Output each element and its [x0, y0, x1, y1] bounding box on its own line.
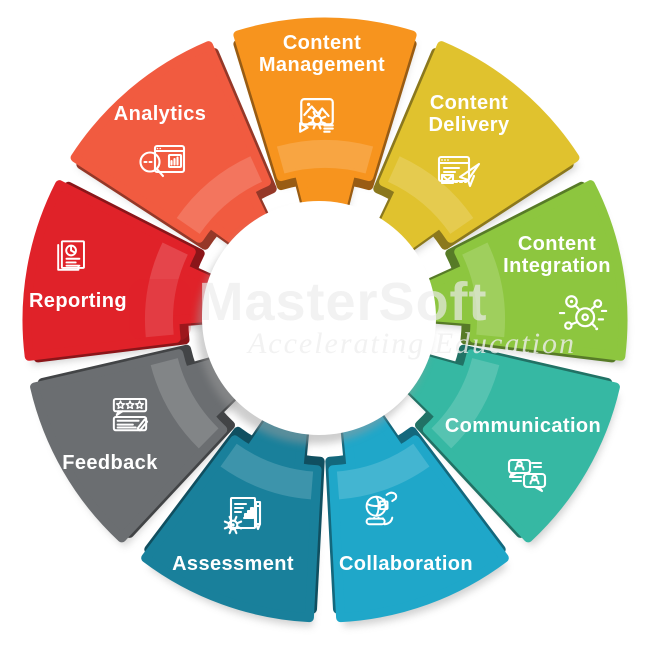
- collaboration-label: Collaboration: [339, 553, 473, 575]
- watermark: MasterSoft Accelerating Education: [129, 272, 576, 360]
- content-integration-segment: [410, 180, 628, 363]
- analytics-icon: [139, 144, 186, 178]
- reporting-segment: [22, 180, 240, 363]
- feedback-segment: [30, 344, 256, 543]
- reporting-label: Reporting: [29, 290, 127, 312]
- feedback-label: Feedback: [62, 452, 158, 474]
- content-delivery-icon: [437, 155, 481, 188]
- content-management-icon: [299, 98, 334, 133]
- content-integration-label: Integration: [503, 255, 611, 277]
- content-integration-icon: [558, 295, 608, 331]
- content-delivery-label: Delivery: [428, 114, 510, 136]
- assessment-icon: [223, 496, 262, 535]
- reporting-icon: [57, 240, 85, 271]
- labels-and-icons: ContentManagementContentDeliveryContentI…: [29, 32, 611, 575]
- content-management-label: Management: [259, 54, 385, 76]
- communication-segment: [394, 344, 620, 543]
- content-management-label: Content: [283, 32, 361, 54]
- assessment-label: Assessment: [172, 553, 294, 575]
- communication-icon: [507, 458, 547, 493]
- center-circle: [202, 201, 436, 435]
- feedback-icon: [112, 397, 149, 432]
- analytics-label: Analytics: [114, 103, 207, 125]
- content-integration-label: Content: [518, 233, 596, 255]
- communication-label: Communication: [445, 415, 601, 437]
- watermark-logo: [129, 279, 191, 341]
- center-circle-group: [197, 201, 436, 444]
- content-delivery-label: Content: [430, 92, 508, 114]
- collaboration-segment: [325, 398, 509, 623]
- collaboration-icon: [365, 491, 398, 526]
- watermark-tagline: Accelerating Education: [246, 327, 576, 360]
- content-delivery-segment: [369, 41, 580, 262]
- watermark-brand: MasterSoft: [198, 272, 487, 332]
